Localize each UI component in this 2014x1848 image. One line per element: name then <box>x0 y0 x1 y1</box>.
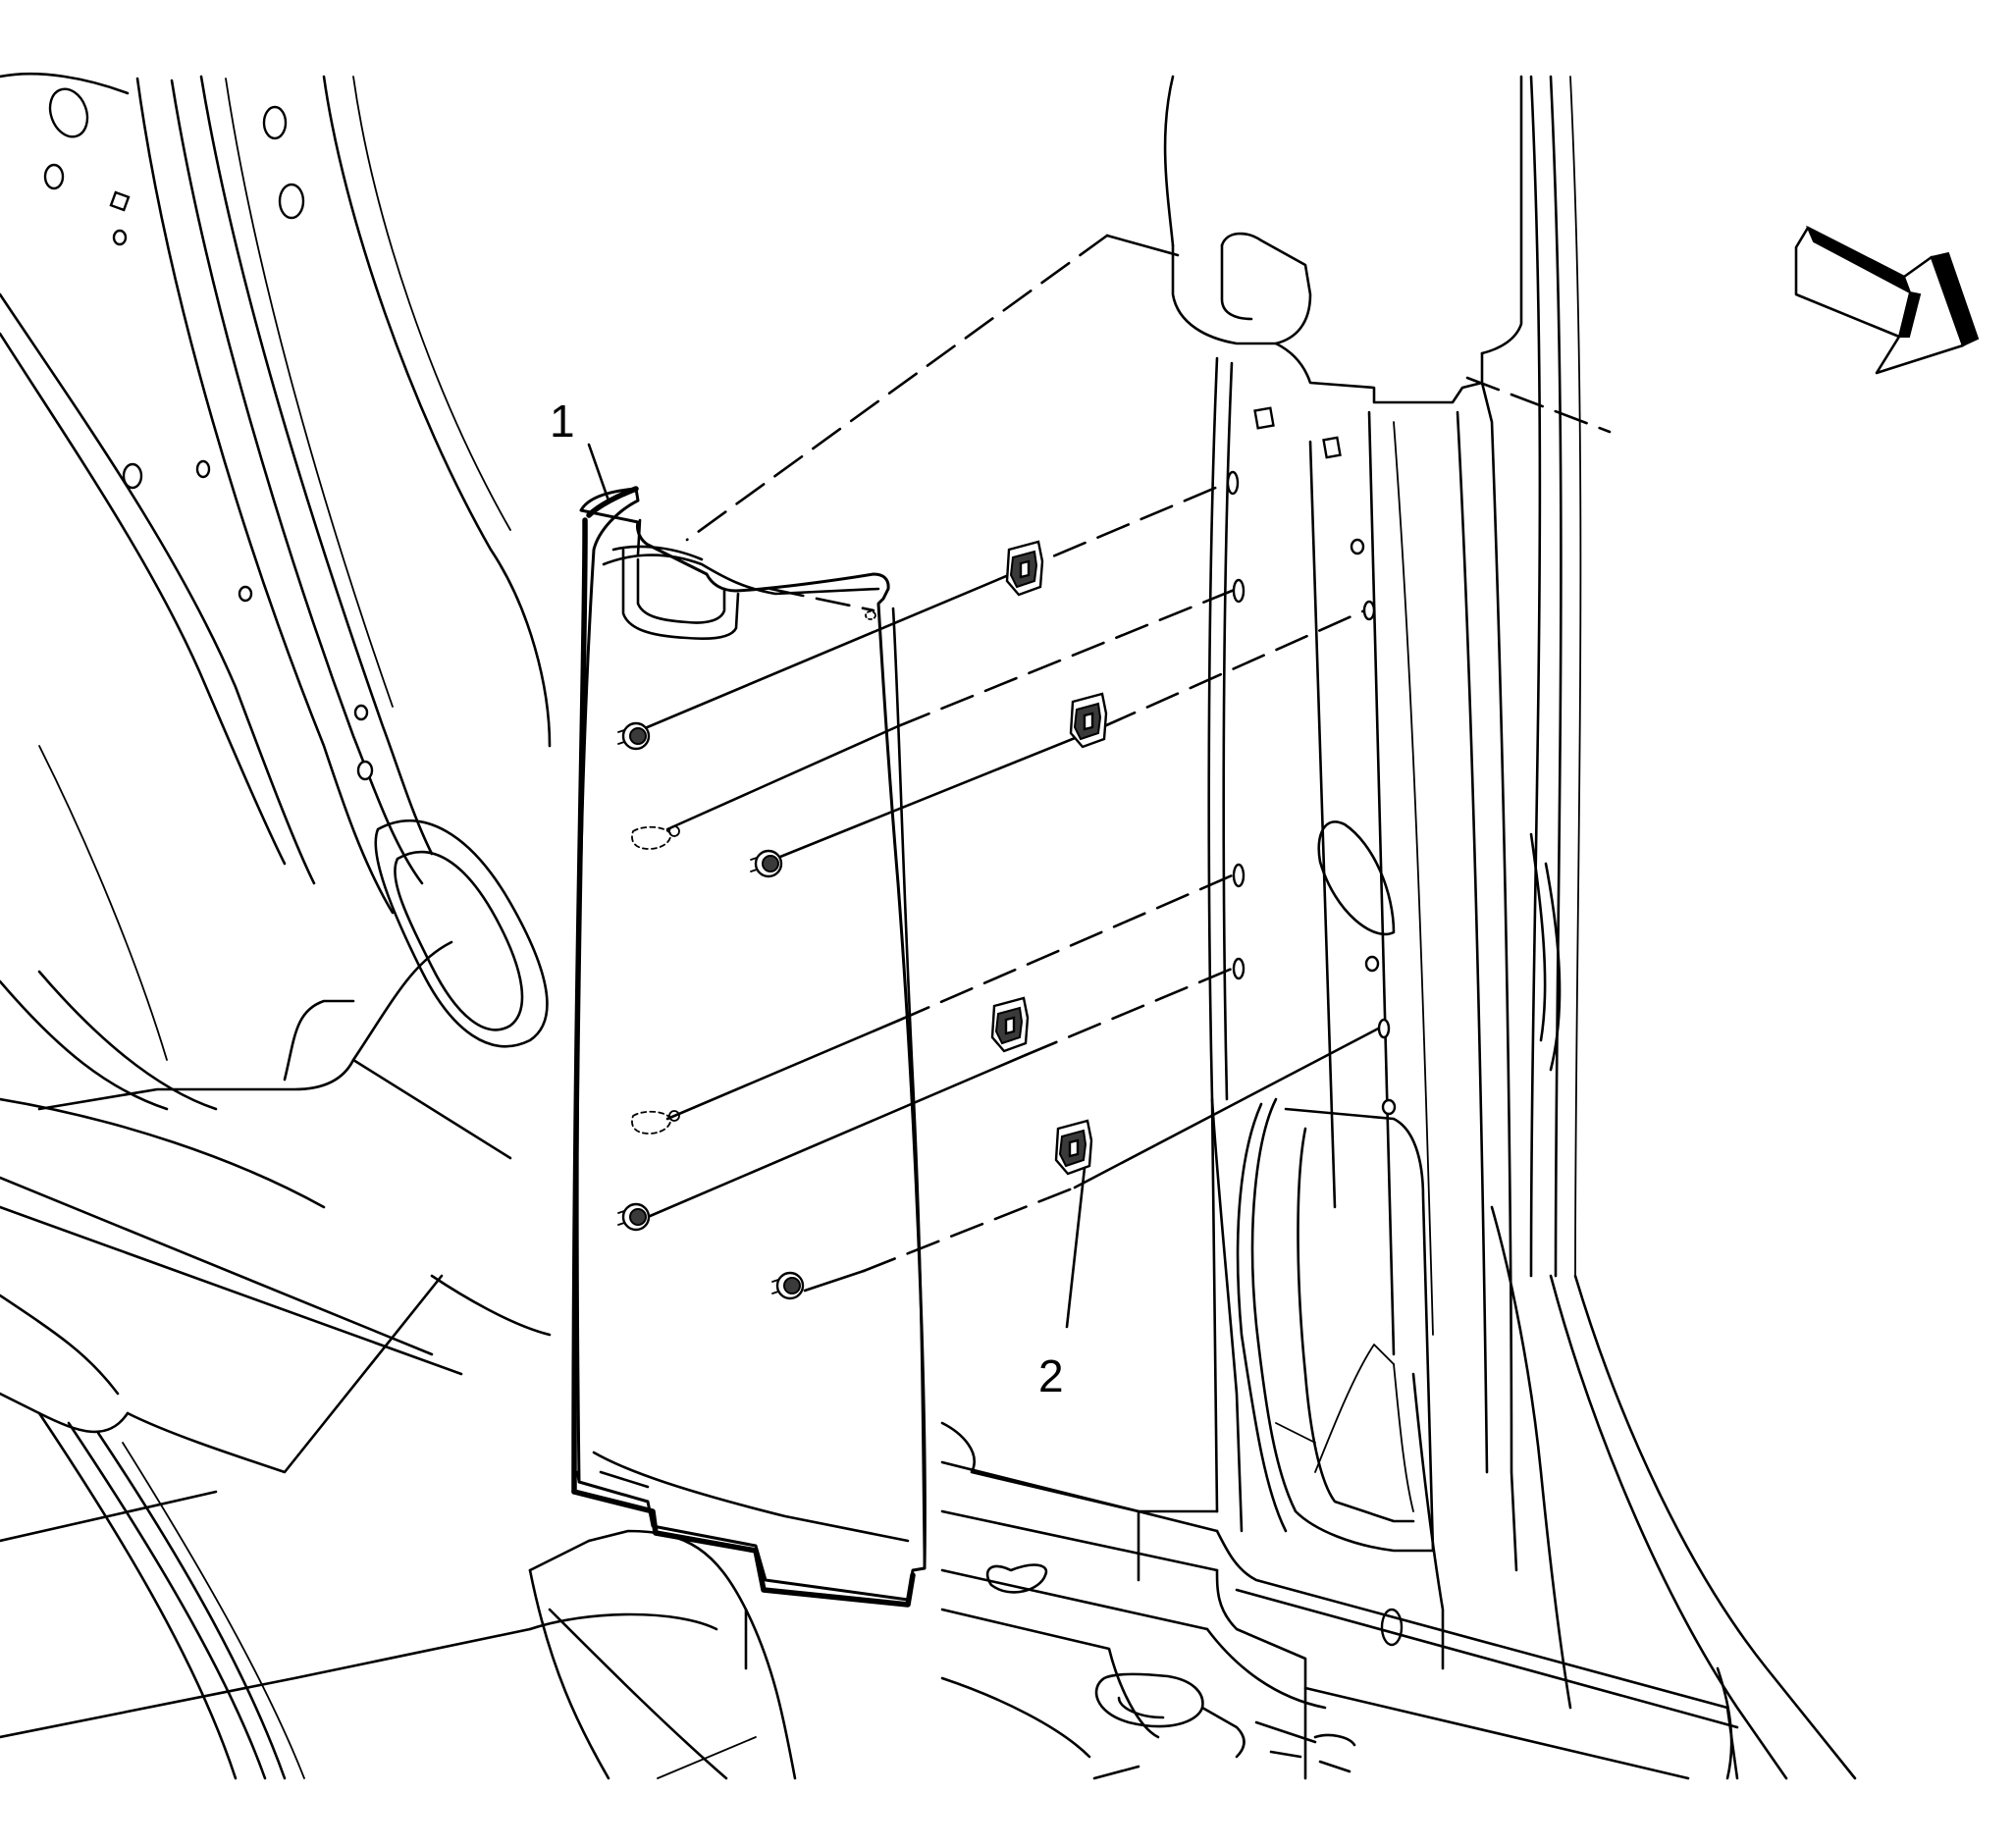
callout-1: 1 <box>550 396 610 502</box>
panel-clip-socket-dashed <box>631 825 680 850</box>
leader-top-dash <box>685 234 1109 542</box>
panel-clip-socket <box>771 1271 805 1300</box>
callout-2-leader <box>1065 1166 1086 1329</box>
retainer-clip <box>990 996 1030 1053</box>
callout-1-label: 1 <box>550 396 575 447</box>
retainer-clip-item-2 <box>1054 1119 1093 1176</box>
panel-clip-socket-dashed <box>631 1110 680 1135</box>
sill-right <box>940 1372 1739 1780</box>
callout-2: 2 <box>1038 1166 1086 1401</box>
b-pillar-body <box>1163 75 1582 1572</box>
body-holes-left <box>43 87 374 781</box>
retainer-clip <box>1005 540 1044 597</box>
panel-clip-socket <box>750 849 783 878</box>
fastener-leader-lines <box>636 234 1612 1293</box>
b-pillar-trim-panel <box>571 486 927 1608</box>
b-pillar-inner-panel <box>1207 356 1337 1533</box>
leader-top-solid <box>1105 234 1180 257</box>
callout-1-leader <box>587 443 610 502</box>
panel-clip-socket <box>617 721 651 751</box>
retainer-clip <box>1069 692 1108 749</box>
oval-opening <box>374 819 549 1048</box>
rear-door-opening <box>1236 820 1857 1780</box>
panel-clip-socket <box>617 1202 651 1232</box>
body-pins <box>1226 470 1391 1039</box>
panel-clip-sockets <box>617 610 876 1300</box>
floor-left <box>0 940 797 1780</box>
front-door-opening <box>0 72 552 1111</box>
view-direction-arrow-icon <box>1794 225 1980 375</box>
leader-right-dash <box>1465 376 1612 434</box>
retainer-clips <box>990 540 1108 1176</box>
leader-inner-dash <box>768 587 875 612</box>
callout-2-label: 2 <box>1038 1350 1064 1401</box>
